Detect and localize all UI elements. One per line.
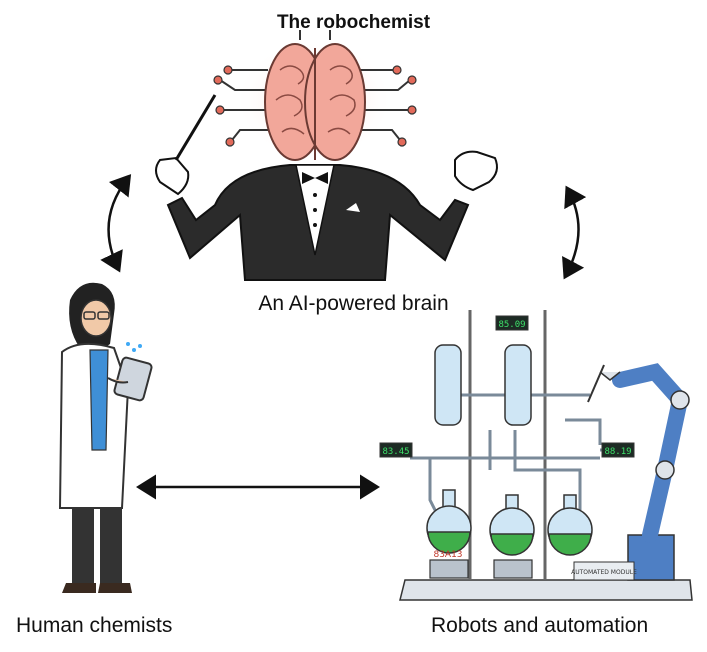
ai-brain-conductor — [155, 30, 498, 281]
circuit-lines — [219, 30, 411, 141]
robot-caption: Robots and automation — [431, 614, 649, 637]
robot-arm-icon — [587, 363, 690, 581]
display-readout: 85.09 — [498, 320, 525, 330]
flask-tag: 83A13 — [433, 550, 462, 560]
flask-icon — [426, 489, 593, 556]
human-chemist-figure — [58, 282, 153, 593]
brain-icon — [264, 43, 366, 161]
tablet-icon — [113, 342, 153, 402]
human-caption: Human chemists — [16, 614, 173, 637]
module-label: AUTOMATED MODULE — [571, 569, 637, 576]
glass-column — [434, 344, 532, 426]
display-readout: 83.45 — [382, 447, 409, 457]
automated-lab-apparatus — [379, 310, 693, 601]
brain-caption: An AI-powered brain — [258, 292, 449, 315]
display-readout: 88.19 — [604, 447, 631, 457]
double-arrow-icon — [562, 185, 587, 280]
double-arrow-icon — [100, 174, 132, 273]
baton-icon — [174, 94, 217, 161]
diagram-title: The robochemist — [276, 12, 431, 33]
